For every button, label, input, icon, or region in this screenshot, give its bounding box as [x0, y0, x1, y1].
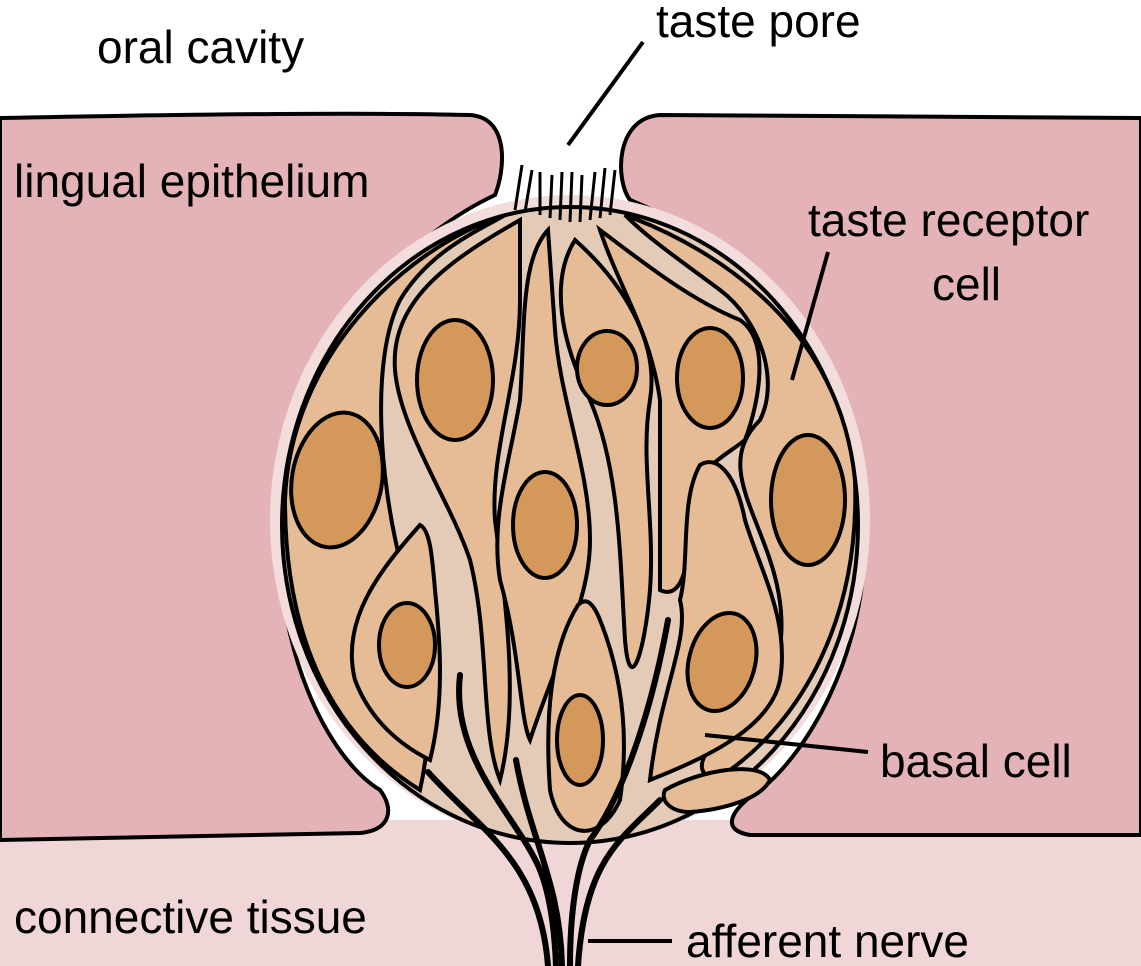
nucleus — [685, 610, 759, 714]
label-connective-tissue: connective tissue — [14, 891, 367, 943]
label-lingual-epithelium: lingual epithelium — [14, 155, 369, 207]
nucleus — [769, 433, 847, 567]
label-taste-pore: taste pore — [656, 0, 861, 47]
taste-pore-leader — [566, 40, 645, 147]
afferent-nerve-fibers — [425, 617, 671, 966]
nucleus — [555, 693, 605, 787]
nuclei — [289, 318, 847, 787]
nucleus — [511, 470, 579, 580]
basal-cell-leader — [704, 733, 869, 754]
nucleus — [289, 410, 385, 550]
microvilli — [513, 164, 617, 223]
cell — [661, 767, 773, 815]
nucleus — [377, 601, 437, 689]
nucleus — [415, 318, 495, 442]
taste-receptor-leader — [790, 251, 830, 381]
label-taste-receptor-cell: cell — [932, 258, 1001, 310]
label-basal-cell: basal cell — [880, 735, 1072, 787]
label-afferent-nerve: afferent nerve — [686, 915, 969, 966]
nucleus — [575, 329, 639, 407]
label-oral-cavity: oral cavity — [97, 21, 304, 73]
label-taste-receptor: taste receptor — [808, 194, 1089, 246]
nucleus — [675, 326, 745, 430]
